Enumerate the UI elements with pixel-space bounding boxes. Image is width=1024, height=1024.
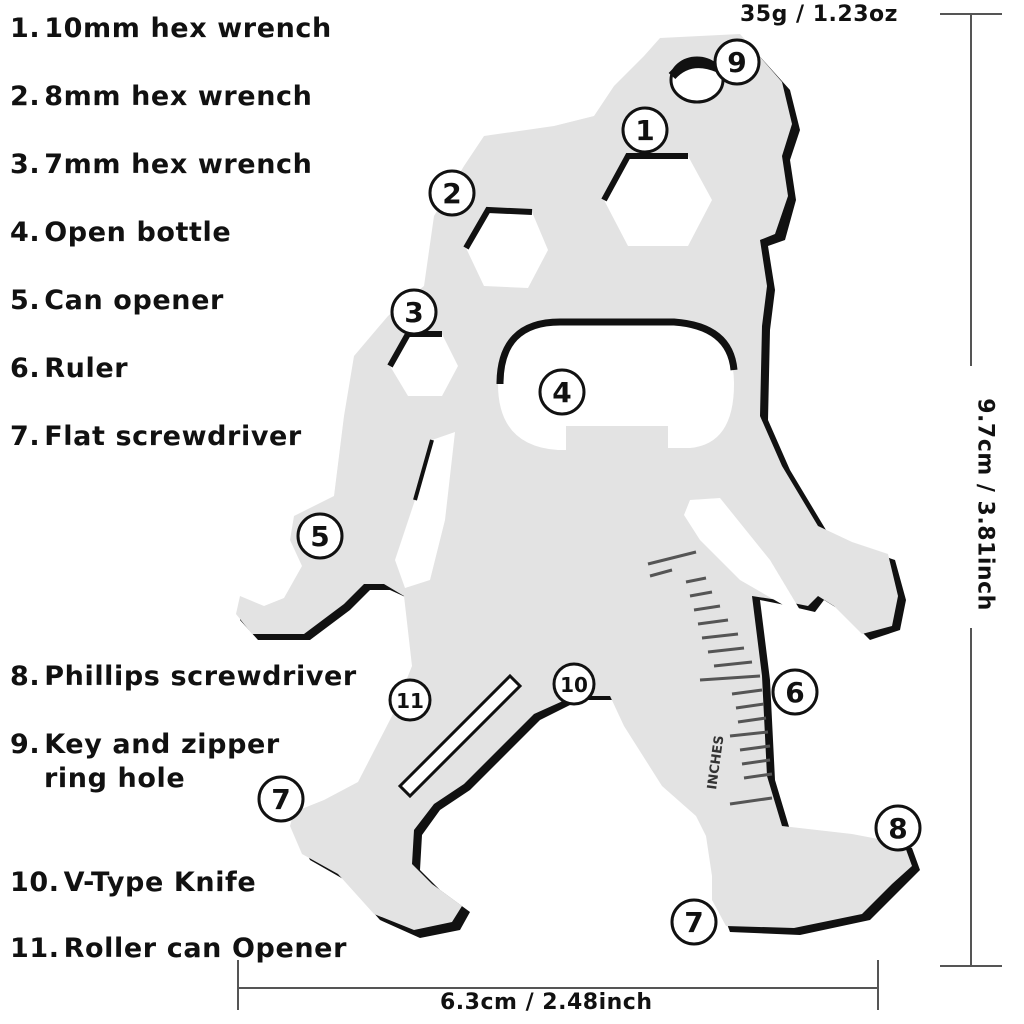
- callout-number-11: 11: [396, 689, 424, 713]
- hex-hole-7mm: [390, 334, 458, 396]
- key-ring-hole-edge: [668, 59, 720, 80]
- feature-item-3: 3.7mm hex wrench: [10, 149, 313, 180]
- callout-number-8: 8: [888, 812, 907, 845]
- callout-circle-3: [390, 288, 438, 336]
- feature-item-4: 4.Open bottle: [10, 217, 232, 248]
- callout-circle-8: [874, 804, 922, 852]
- ruler-tick: [701, 632, 739, 640]
- feature-item-9: 9.Key and zipper: [10, 729, 280, 760]
- hex-hole-10mm-edge: [601, 153, 688, 202]
- leg-slot: [397, 673, 523, 799]
- feature-item-2: 2.8mm hex wrench: [10, 81, 313, 112]
- bottle-opener-edge: [496, 318, 738, 385]
- weight-label: 35g / 1.23oz: [740, 2, 898, 27]
- callout-number-4: 4: [552, 376, 571, 409]
- feature-item-10: 10.V-Type Knife: [10, 867, 257, 898]
- ruler-tick: [743, 772, 773, 780]
- ruler-tick: [729, 796, 773, 806]
- ruler-tick: [739, 744, 771, 752]
- callout-number-7b: 7: [684, 906, 703, 939]
- ruler-tick: [697, 618, 729, 626]
- callout-circle-2: [428, 169, 476, 217]
- feature-item-5: 5.Can opener: [10, 285, 224, 316]
- feature-item-9-line2: ring hole: [44, 763, 186, 794]
- callout-number-10: 10: [560, 673, 588, 697]
- ruler: [647, 550, 773, 806]
- feature-item-8: 8.Phillips screwdriver: [10, 661, 357, 692]
- ruler-tick: [699, 674, 761, 682]
- left-arm-gap: [395, 432, 455, 588]
- callout-circle-4: [538, 368, 586, 416]
- ruler-tick: [689, 590, 713, 598]
- ruler-tick: [685, 576, 707, 584]
- right-arm-gap: [684, 498, 800, 610]
- callout-number-5: 5: [310, 520, 329, 553]
- ruler-tick: [741, 758, 771, 766]
- ruler-tick: [647, 550, 697, 566]
- hex-hole-10mm: [604, 156, 712, 246]
- callout-number-6: 6: [785, 676, 804, 709]
- bottle-opener-hole: [498, 320, 734, 450]
- callout-numbers: 9 1 2 3 4 5 6 10 11 7 8 7: [271, 46, 907, 939]
- callout-number-1: 1: [635, 114, 654, 147]
- width-label: 6.3cm / 2.48inch: [440, 990, 653, 1015]
- callout-circle-10: [552, 662, 596, 706]
- callout-number-3: 3: [404, 296, 423, 329]
- feature-item-1: 1.10mm hex wrench: [10, 13, 332, 44]
- callout-circle-7a: [257, 775, 305, 823]
- ruler-tick: [713, 660, 753, 668]
- callout-circle-9: [713, 38, 761, 86]
- callout-circle-7b: [670, 898, 718, 946]
- left-arm-gap-edge: [413, 439, 434, 501]
- callout-circle-1: [621, 106, 669, 154]
- ruler-label: INCHES: [705, 735, 727, 791]
- ruler-tick: [735, 702, 765, 710]
- hex-hole-8mm-edge: [463, 206, 533, 250]
- ruler-tick: [729, 730, 769, 738]
- feature-item-11: 11.Roller can Opener: [10, 933, 348, 964]
- callout-circle-6: [771, 668, 819, 716]
- feature-item-7: 7.Flat screwdriver: [10, 421, 302, 452]
- hex-hole-8mm: [466, 210, 548, 288]
- callout-number-7a: 7: [271, 783, 290, 816]
- tool-body: [236, 34, 912, 930]
- callout-number-2: 2: [442, 177, 461, 210]
- dimension-lines: [237, 13, 1002, 1010]
- callout-circle-5: [296, 512, 344, 560]
- callout-circle-11: [388, 678, 432, 722]
- ruler-tick: [731, 688, 763, 696]
- feature-item-6: 6.Ruler: [10, 353, 129, 384]
- ruler-tick: [693, 604, 721, 612]
- ruler-tick: [707, 646, 745, 654]
- callout-number-9: 9: [727, 46, 746, 79]
- ruler-tick: [649, 568, 673, 578]
- ruler-tick: [737, 716, 767, 724]
- callout-circles: [257, 38, 922, 946]
